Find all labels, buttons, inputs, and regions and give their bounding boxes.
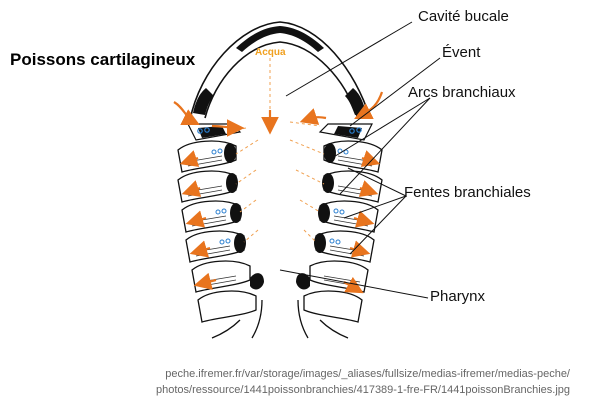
water-flow-arrows — [173, 91, 384, 294]
source-line-1: peche.ifremer.fr/var/storage/images/_ali… — [165, 368, 570, 380]
jaw-top-band — [236, 26, 324, 52]
label-fentes-branchiales: Fentes branchiales — [404, 184, 531, 201]
image-source: peche.ifremer.fr/var/storage/images/_ali… — [156, 366, 570, 398]
jaw-band-right — [345, 88, 366, 115]
label-arcs-branchiaux: Arcs branchiaux — [408, 84, 516, 101]
source-line-2: photos/ressource/1441poissonbranchies/41… — [156, 384, 570, 396]
pharynx-outline — [211, 299, 349, 339]
gill-arches-right — [303, 140, 383, 323]
label-event: Évent — [442, 44, 481, 61]
gill-arches-left — [177, 140, 257, 323]
jaw-band-left — [193, 88, 214, 115]
label-cavite-buccale: Cavité bucale — [418, 8, 509, 25]
callout-lines — [279, 21, 441, 299]
head-outline — [189, 21, 371, 121]
acqua-label: Acqua — [255, 47, 286, 58]
water-flow-dashes — [227, 58, 325, 243]
gill-bars — [224, 143, 336, 290]
label-pharynx: Pharynx — [430, 288, 486, 305]
gill-dots — [211, 148, 349, 245]
spiracle-right — [318, 123, 373, 141]
diagram-title: Poissons cartilagineux — [10, 50, 196, 69]
